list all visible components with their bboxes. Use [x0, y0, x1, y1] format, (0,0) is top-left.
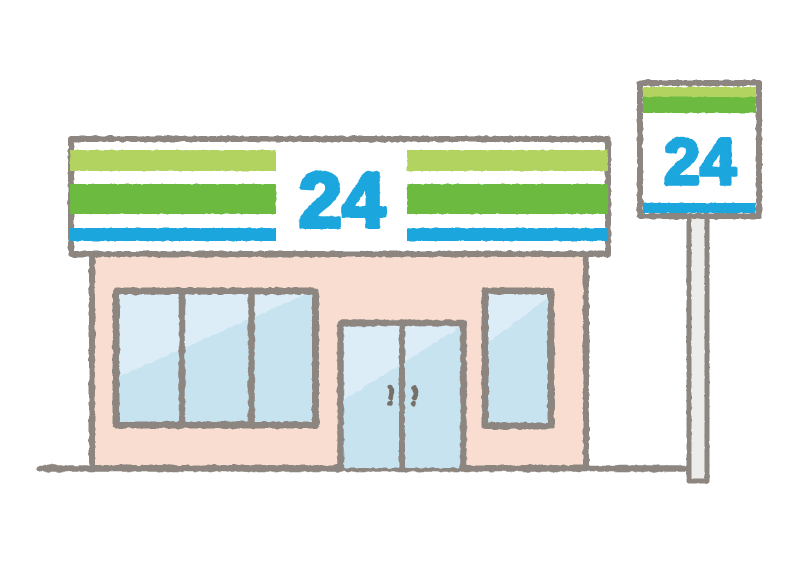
svg-text:24: 24: [664, 125, 736, 198]
svg-text:24: 24: [299, 156, 386, 244]
